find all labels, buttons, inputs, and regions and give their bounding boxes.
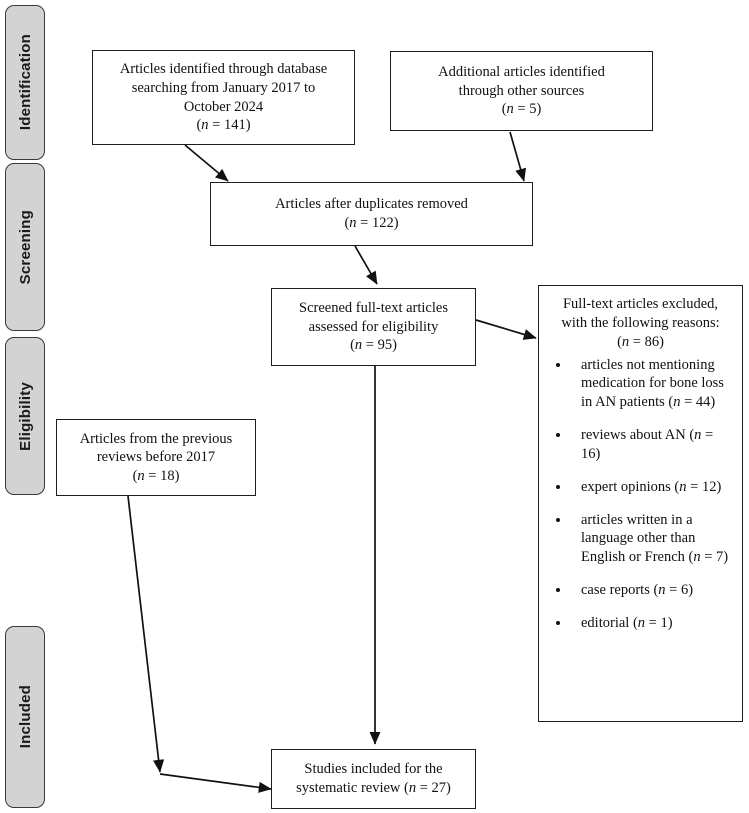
list-item: case reports (n = 6) xyxy=(571,581,736,600)
phase-identification: Identification xyxy=(5,5,45,160)
database-search-line-2: searching from January 2017 to xyxy=(131,79,316,96)
phase-included-label: Included xyxy=(16,685,34,749)
phase-screening: Screening xyxy=(5,163,45,331)
node-duplicates-removed: Articles after duplicates removed (n = 1… xyxy=(210,182,533,246)
screened-fulltext-line-1: Screened full-text articles xyxy=(299,300,448,317)
list-item: articles not mentioning medication for b… xyxy=(571,356,736,413)
duplicates-removed-line-1: Articles after duplicates removed xyxy=(275,196,468,213)
phase-eligibility-label: Eligibility xyxy=(16,381,34,451)
node-included-studies: Studies included for the systematic revi… xyxy=(271,749,476,809)
phase-included: Included xyxy=(5,626,45,808)
arrow-screened-to-excluded xyxy=(475,319,537,340)
excluded-head-line-1: Full-text articles excluded, xyxy=(562,296,719,312)
excluded-head-line-2: with the following reasons: xyxy=(561,314,720,331)
list-item: reviews about AN (n = 16) xyxy=(571,426,736,464)
arrow-previousreviews-to-included xyxy=(159,773,272,793)
node-screened-fulltext: Screened full-text articles assessed for… xyxy=(271,288,476,366)
excluded-count: (n = 86) xyxy=(617,333,664,350)
other-sources-line-2: through other sources xyxy=(458,82,585,99)
database-search-line-3: October 2024 xyxy=(183,98,264,115)
arrow-duplicates-to-screened xyxy=(354,245,378,285)
list-item: expert opinions (n = 12) xyxy=(571,478,736,497)
included-studies-line-1: Studies included for the xyxy=(304,761,443,778)
other-sources-line-1: Additional articles identified xyxy=(438,64,605,81)
other-sources-count: (n = 5) xyxy=(501,101,542,118)
arrow-previousreviews-down xyxy=(127,495,165,773)
phase-eligibility: Eligibility xyxy=(5,337,45,495)
included-studies-line-2: systematic review (n = 27) xyxy=(296,780,451,796)
list-item: editorial (n = 1) xyxy=(571,614,736,633)
node-other-sources: Additional articles identified through o… xyxy=(390,51,653,131)
phase-screening-label: Screening xyxy=(16,209,34,285)
previous-reviews-count: (n = 18) xyxy=(132,467,180,484)
previous-reviews-line-1: Articles from the previous xyxy=(79,430,233,447)
screened-fulltext-line-2: assessed for eligibility xyxy=(308,318,439,335)
excluded-header: Full-text articles excluded, with the fo… xyxy=(545,295,736,352)
node-excluded-reasons: Full-text articles excluded, with the fo… xyxy=(538,285,743,722)
list-item: articles written in a language other tha… xyxy=(571,511,736,568)
node-previous-reviews: Articles from the previous reviews befor… xyxy=(56,419,256,496)
excluded-reasons-list: articles not mentioning medication for b… xyxy=(545,356,736,647)
duplicates-removed-count: (n = 122) xyxy=(344,215,399,231)
arrow-othersources-to-duplicates xyxy=(509,131,527,182)
database-search-count: (n = 141) xyxy=(196,117,251,134)
node-database-search: Articles identified through database sea… xyxy=(92,50,355,145)
database-search-line-1: Articles identified through database xyxy=(119,61,328,78)
arrow-database-to-duplicates xyxy=(184,144,229,182)
phase-identification-label: Identification xyxy=(16,34,34,131)
previous-reviews-line-2: reviews before 2017 xyxy=(96,449,216,466)
screened-fulltext-count: (n = 95) xyxy=(350,337,397,354)
